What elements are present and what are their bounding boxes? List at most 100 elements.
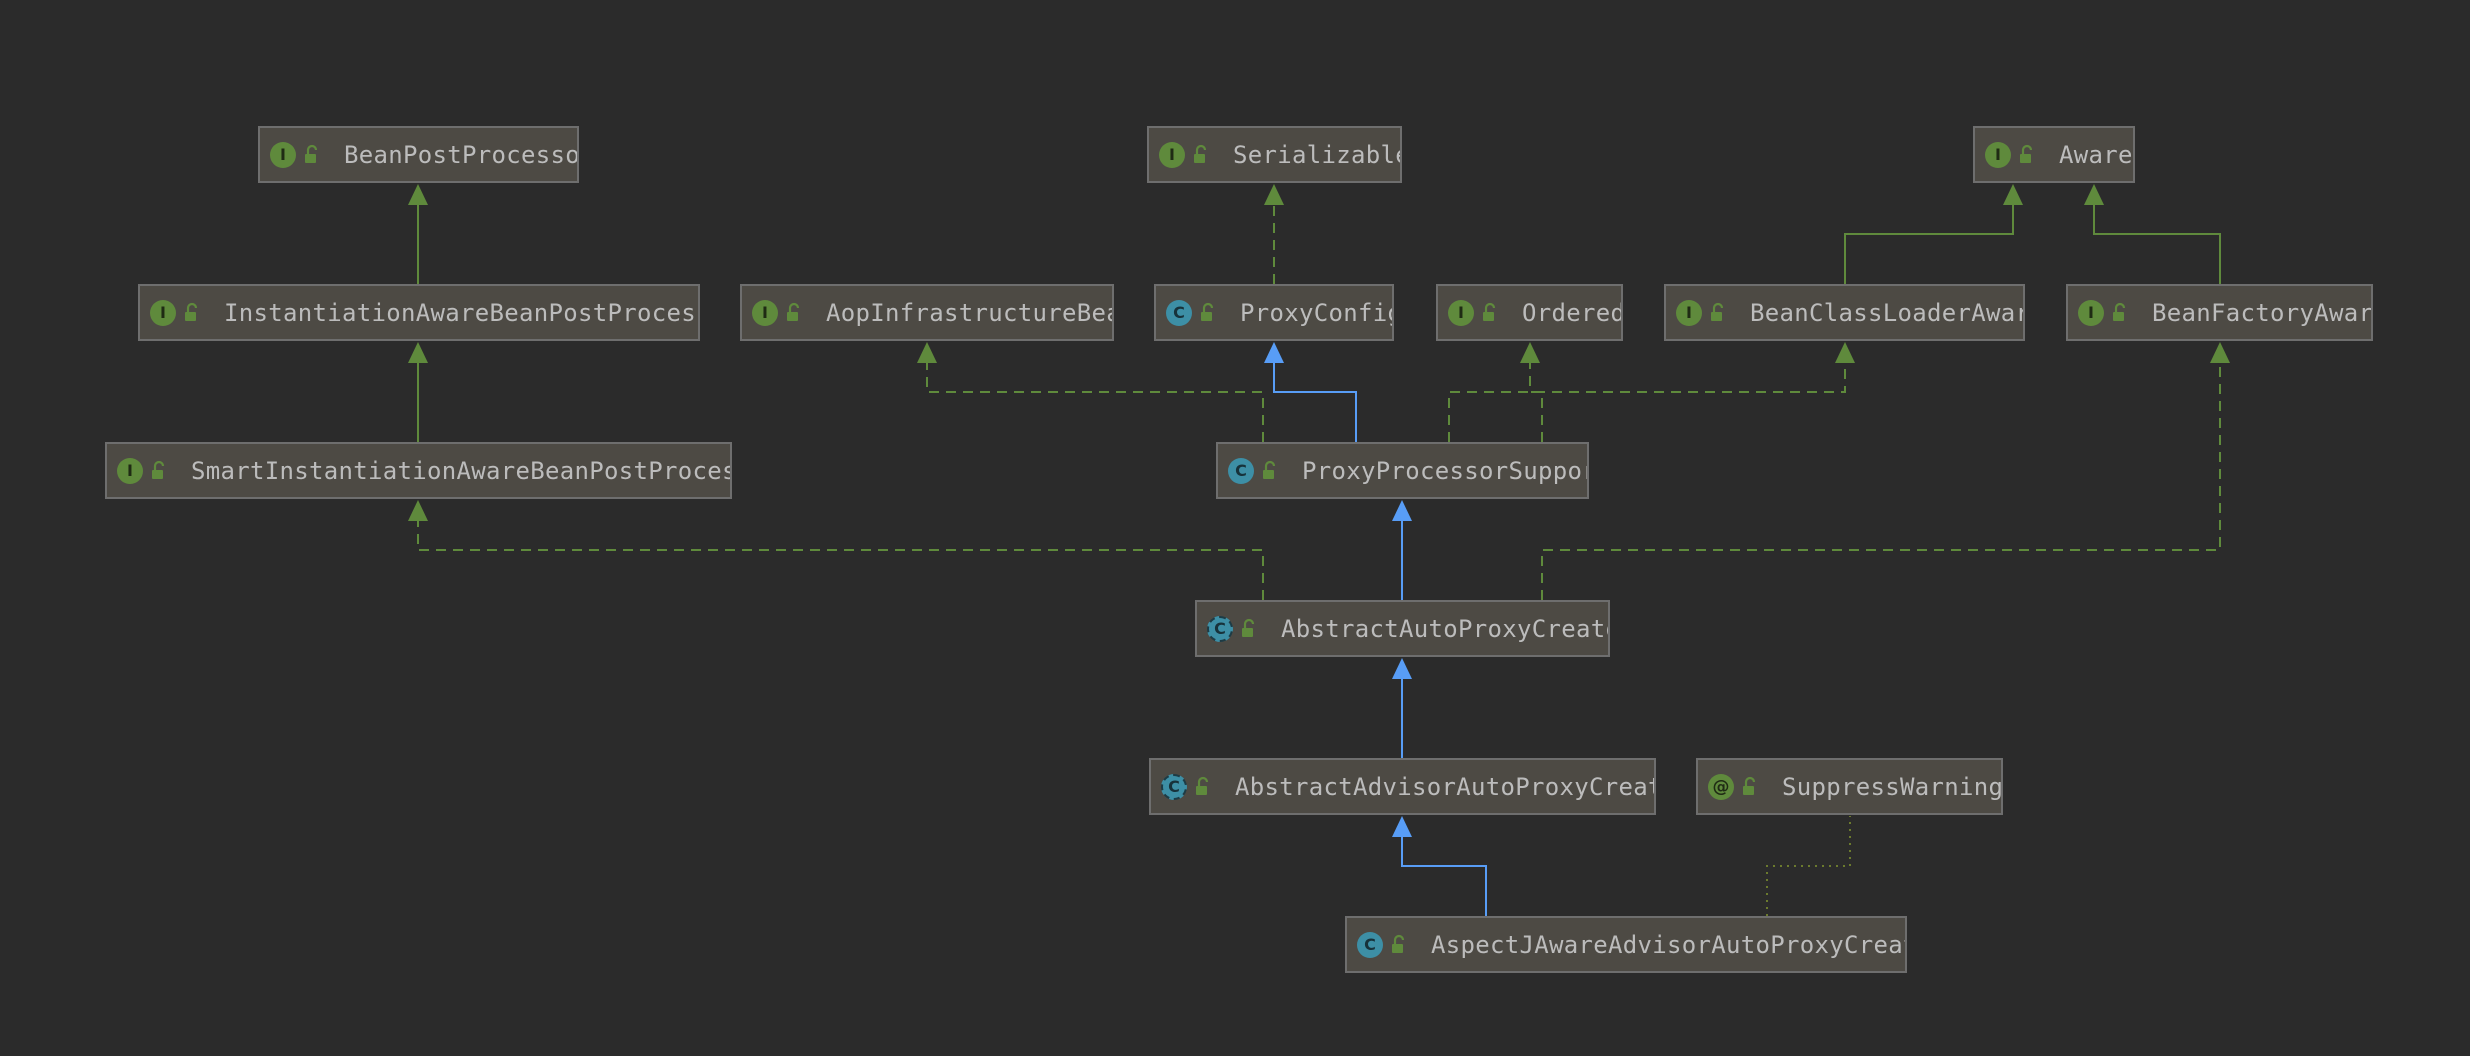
interface-icon: I — [752, 299, 778, 326]
public-lock-icon — [1734, 776, 1762, 798]
arrow-head — [1392, 658, 1412, 679]
public-lock-icon — [2011, 144, 2039, 166]
annotation-icon: @ — [1708, 773, 1734, 800]
edge-extends-interface-3 — [1844, 184, 2023, 284]
edge-line — [1844, 204, 2014, 284]
node-label: Serializable — [1233, 140, 1402, 169]
public-lock-icon — [143, 460, 171, 482]
public-lock-icon — [2104, 302, 2132, 324]
edge-annotated-with-14 — [1766, 816, 1851, 916]
node-label: SuppressWarnings — [1782, 772, 2003, 801]
node-label: AbstractAutoProxyCreator — [1281, 614, 1610, 643]
node-bean-post-processor[interactable]: I BeanPostProcessor — [258, 126, 579, 183]
arrow-head — [1264, 184, 1284, 205]
node-bean-factory-aware[interactable]: I BeanFactoryAware — [2066, 284, 2373, 341]
node-label: AspectJAwareAdvisorAutoProxyCreato — [1431, 930, 1907, 959]
node-label: AopInfrastructureBear — [826, 298, 1114, 327]
interface-icon: I — [1676, 299, 1702, 326]
node-abstract-advisor-auto-proxy-creator[interactable]: C AbstractAdvisorAutoProxyCreato — [1149, 758, 1656, 815]
arrow-head — [2084, 184, 2104, 205]
edge-implements-9 — [408, 500, 1264, 600]
arrow-head — [408, 342, 428, 363]
arrow-head — [2210, 342, 2230, 363]
public-lock-icon — [1192, 302, 1220, 324]
public-lock-icon — [1187, 776, 1215, 798]
node-suppress-warnings[interactable]: @ SuppressWarnings — [1696, 758, 2003, 815]
edge-line — [926, 362, 1264, 442]
edge-implements-8 — [1448, 342, 1855, 442]
interface-icon: I — [150, 299, 176, 326]
node-ordered[interactable]: I Ordered — [1436, 284, 1623, 341]
edge-extends-class-12 — [1392, 658, 1412, 758]
arrow-head — [1392, 816, 1412, 837]
node-smart-instantiation-aware-bean-post-processor[interactable]: I SmartInstantiationAwareBeanPostProcesso — [105, 442, 732, 499]
public-lock-icon — [1702, 302, 1730, 324]
node-instantiation-aware-bean-post-processor[interactable]: I InstantiationAwareBeanPostProcesso — [138, 284, 700, 341]
node-aware[interactable]: I Aware — [1973, 126, 2135, 183]
interface-icon: I — [117, 457, 143, 484]
edge-line — [1529, 362, 1543, 442]
class-icon: C — [1166, 299, 1192, 326]
edge-extends-class-10 — [1392, 500, 1412, 600]
node-label: InstantiationAwareBeanPostProcesso — [224, 298, 700, 327]
node-label: BeanFactoryAware — [2152, 298, 2373, 327]
public-lock-icon — [296, 144, 324, 166]
arrow-head — [1520, 342, 1540, 363]
edge-extends-class-6 — [1264, 342, 1357, 442]
arrow-head — [1392, 500, 1412, 521]
public-lock-icon — [1185, 144, 1213, 166]
node-label: SmartInstantiationAwareBeanPostProcesso — [191, 456, 732, 485]
class-icon: C — [1357, 931, 1383, 958]
node-label: Aware — [2059, 140, 2133, 169]
edge-extends-interface-0 — [408, 184, 428, 284]
node-aop-infrastructure-bean[interactable]: I AopInfrastructureBear — [740, 284, 1114, 341]
node-label: BeanClassLoaderAware — [1750, 298, 2025, 327]
abstract-icon: C — [1207, 615, 1233, 642]
edge-extends-interface-4 — [2084, 184, 2221, 284]
abstract-icon: C — [1161, 773, 1187, 800]
node-proxy-config[interactable]: C ProxyConfig — [1154, 284, 1394, 341]
node-proxy-processor-support[interactable]: C ProxyProcessorSupport — [1216, 442, 1589, 499]
edge-implements-11 — [1541, 342, 2230, 600]
arrow-head — [408, 184, 428, 205]
edge-implements-5 — [917, 342, 1264, 442]
arrow-head — [917, 342, 937, 363]
public-lock-icon — [176, 302, 204, 324]
node-serializable[interactable]: I Serializable — [1147, 126, 1402, 183]
arrow-head — [408, 500, 428, 521]
node-label: ProxyProcessorSupport — [1302, 456, 1589, 485]
edge-line — [417, 520, 1264, 600]
public-lock-icon — [1474, 302, 1502, 324]
edge-line — [1766, 816, 1851, 916]
node-label: BeanPostProcessor — [344, 140, 579, 169]
node-bean-class-loader-aware[interactable]: I BeanClassLoaderAware — [1664, 284, 2025, 341]
edge-extends-interface-1 — [408, 342, 428, 442]
public-lock-icon — [1254, 460, 1282, 482]
interface-icon: I — [1448, 299, 1474, 326]
node-label: ProxyConfig — [1240, 298, 1394, 327]
arrow-head — [1264, 342, 1284, 363]
node-label: AbstractAdvisorAutoProxyCreato — [1235, 772, 1656, 801]
class-icon: C — [1228, 457, 1254, 484]
node-label: Ordered — [1522, 298, 1623, 327]
interface-icon: I — [270, 141, 296, 168]
interface-icon: I — [1159, 141, 1185, 168]
edge-line — [2093, 204, 2221, 284]
edge-line — [1401, 836, 1487, 916]
edge-line — [1448, 362, 1846, 442]
interface-icon: I — [2078, 299, 2104, 326]
public-lock-icon — [1383, 934, 1411, 956]
public-lock-icon — [1233, 618, 1261, 640]
public-lock-icon — [778, 302, 806, 324]
node-aspect-jaware-advisor-auto-proxy-creator[interactable]: C AspectJAwareAdvisorAutoProxyCreato — [1345, 916, 1907, 973]
edge-extends-class-13 — [1392, 816, 1487, 916]
edge-implements-2 — [1264, 184, 1284, 284]
edge-line — [1541, 362, 2221, 600]
edge-line — [1273, 362, 1357, 442]
node-abstract-auto-proxy-creator[interactable]: C AbstractAutoProxyCreator — [1195, 600, 1610, 657]
arrow-head — [2003, 184, 2023, 205]
arrow-head — [1835, 342, 1855, 363]
interface-icon: I — [1985, 141, 2011, 168]
